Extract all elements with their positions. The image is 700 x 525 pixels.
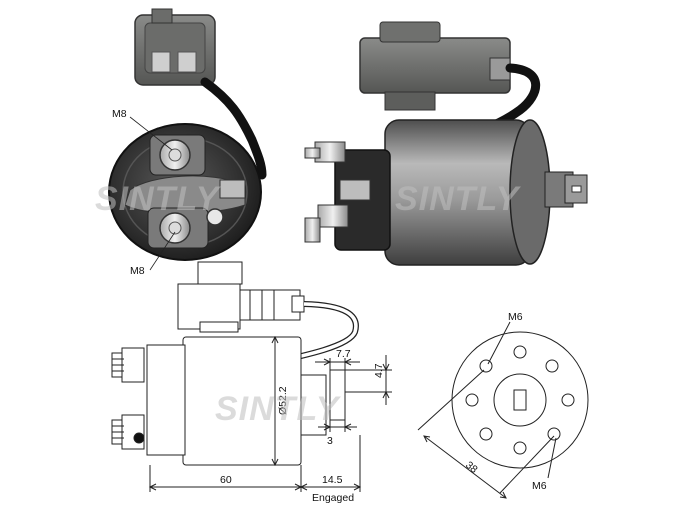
drawing-front-view — [417, 321, 589, 499]
watermark-3: SINTLY — [215, 390, 342, 428]
watermark-2: SINTLY — [395, 180, 522, 218]
label-diameter: Ø52.2 — [277, 386, 289, 415]
label-dim-60: 60 — [220, 474, 232, 486]
drawing-side-labels: Ø52.2 7.7 4.7 3 60 14.5 Engaged — [220, 348, 385, 504]
drawing-side-view — [111, 261, 392, 492]
label-dim-7-7: 7.7 — [336, 348, 351, 360]
label-m8-bottom: M8 — [130, 265, 145, 277]
connector-side-view — [359, 37, 511, 94]
label-dim-3: 3 — [327, 435, 333, 447]
cable-end-view — [200, 77, 267, 180]
label-engaged: Engaged — [312, 492, 354, 504]
label-m8-top: M8 — [112, 108, 127, 120]
label-m6-top: M6 — [508, 311, 523, 323]
watermark-1: SINTLY — [95, 180, 222, 218]
label-dim-14-5: 14.5 — [322, 474, 343, 486]
watermarks: SINTLY SINTLY SINTLY — [95, 180, 522, 428]
terminal-marker — [133, 432, 145, 444]
photo-side-view — [304, 21, 588, 266]
label-dim-38: 38 — [463, 459, 480, 476]
label-m6-bottom: M6 — [532, 480, 547, 492]
photo-end-view: M8 M8 — [108, 8, 267, 277]
label-dim-4-7: 4.7 — [373, 363, 385, 378]
